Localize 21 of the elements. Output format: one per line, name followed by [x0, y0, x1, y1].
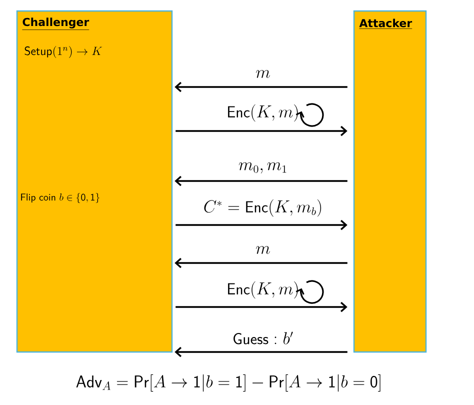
arrow [176, 220, 348, 230]
edge-label: $C^* = \mathsf{Enc}(K,m_b)$ [204, 199, 322, 217]
arrow [174, 176, 348, 186]
arrow [174, 82, 348, 92]
node-text: $\mathsf{Flip\ coin}\ b \in \{\mathsf{0},\mathsf{1}\}$ [21, 193, 100, 204]
node-text: $\mathsf{Setup}(1^n) \to K$ [24, 46, 102, 58]
edge-label: $\mathsf{Enc}(K,m)$ [228, 104, 298, 122]
edge-label: $m$ [256, 246, 270, 254]
edge-label: $m$ [256, 70, 270, 78]
edge-label: $\mathsf{Enc}(K,m)$ [228, 281, 298, 299]
heading: Attacker [359, 18, 412, 29]
edge-label: $\mathsf{Guess:}\ b'$ [234, 332, 293, 344]
heading: Challenger [22, 18, 90, 30]
participant-box [16, 10, 173, 353]
arrow [174, 346, 348, 358]
arrow [176, 302, 348, 312]
arrow [174, 258, 348, 268]
formula: $\mathsf{Adv}_A = \mathsf{Pr}[A \to \mathsf{1} | b = \mathsf{1}] - \mathsf{Pr}[A \to \mathsf{1} | b = \mathsf{0}]$ [76, 374, 380, 392]
arrow [176, 126, 348, 136]
edge-label: $m_0,m_1$ [238, 162, 286, 174]
participant-box [353, 10, 427, 353]
